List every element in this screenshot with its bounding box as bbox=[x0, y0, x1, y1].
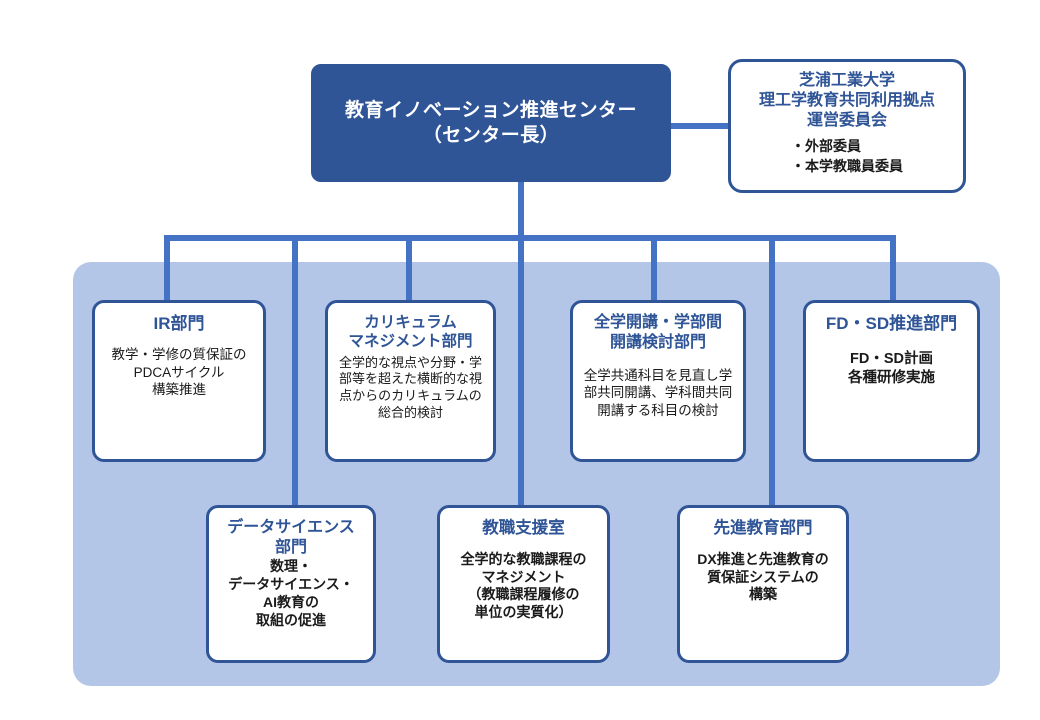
connector-drop-university-wide-courses bbox=[651, 235, 657, 303]
node-department-teaching-support[interactable]: 教職支援室 全学的な教職課程の マネジメント （教職課程履修の 単位の実質化） bbox=[437, 505, 610, 663]
node-department-ir[interactable]: IR部門 教学・学修の質保証の PDCAサイクル 構築推進 bbox=[92, 300, 266, 462]
node-department-data-science[interactable]: データサイエンス 部門 数理・ データサイエンス・ AI教育の 取組の促進 bbox=[206, 505, 376, 663]
node-body: 全学共通科目を見直し学 部共同開講、学科間共同 開講する科目の検討 bbox=[583, 368, 733, 418]
connector-drop-advanced-education bbox=[769, 235, 775, 508]
connector-drop-data-science bbox=[292, 235, 298, 508]
node-title: 教育イノベーション推進センター （センター長） bbox=[344, 99, 638, 146]
node-body: 全学的な教職課程の マネジメント （教職課程履修の 単位の実質化） bbox=[460, 550, 587, 621]
connector-root-to-committee bbox=[669, 123, 730, 129]
node-body: 数理・ データサイエンス・ AI教育の 取組の促進 bbox=[228, 558, 354, 628]
connector-drop-teaching-support bbox=[518, 235, 524, 508]
connector-drop-curriculum-management bbox=[406, 235, 412, 303]
node-department-advanced-education[interactable]: 先進教育部門 DX推進と先進教育の 質保証システムの 構築 bbox=[677, 505, 849, 663]
connector-drop-fd-sd bbox=[890, 235, 896, 303]
committee-member-list: ・外部委員 ・本学教職員委員 bbox=[791, 138, 903, 175]
node-title: データサイエンス 部門 bbox=[227, 519, 355, 556]
node-body: DX推進と先進教育の 質保証システムの 構築 bbox=[697, 550, 829, 603]
node-title: 教職支援室 bbox=[482, 519, 565, 537]
node-title: 先進教育部門 bbox=[713, 519, 813, 537]
node-steering-committee[interactable]: 芝浦工業大学 理工学教育共同利用拠点 運営委員会 ・外部委員 ・本学教職員委員 bbox=[728, 59, 966, 193]
node-title: カリキュラム マネジメント部門 bbox=[348, 314, 473, 351]
node-title: FD・SD推進部門 bbox=[825, 314, 958, 333]
node-body: FD・SD計画 各種研修実施 bbox=[848, 351, 935, 386]
node-title: 芝浦工業大学 理工学教育共同利用拠点 運営委員会 bbox=[758, 72, 935, 129]
node-title: IR部門 bbox=[153, 314, 205, 333]
connector-bus bbox=[164, 235, 896, 241]
node-department-curriculum-management[interactable]: カリキュラム マネジメント部門 全学的な視点や分野・学 部等を超えた横断的な視 … bbox=[325, 300, 496, 462]
node-department-fd-sd[interactable]: FD・SD推進部門 FD・SD計画 各種研修実施 bbox=[803, 300, 980, 462]
node-body: 教学・学修の質保証の PDCAサイクル 構築推進 bbox=[111, 347, 247, 397]
connector-root-down bbox=[518, 181, 524, 241]
node-department-university-wide-courses[interactable]: 全学開講・学部間 開講検討部門 全学共通科目を見直し学 部共同開講、学科間共同 … bbox=[570, 300, 746, 462]
node-body: 全学的な視点や分野・学 部等を超えた横断的な視 点からのカリキュラムの 総合的検… bbox=[338, 354, 482, 420]
node-center-director[interactable]: 教育イノベーション推進センター （センター長） bbox=[311, 64, 671, 182]
node-title: 全学開講・学部間 開講検討部門 bbox=[593, 314, 722, 351]
connector-drop-ir bbox=[164, 235, 170, 303]
